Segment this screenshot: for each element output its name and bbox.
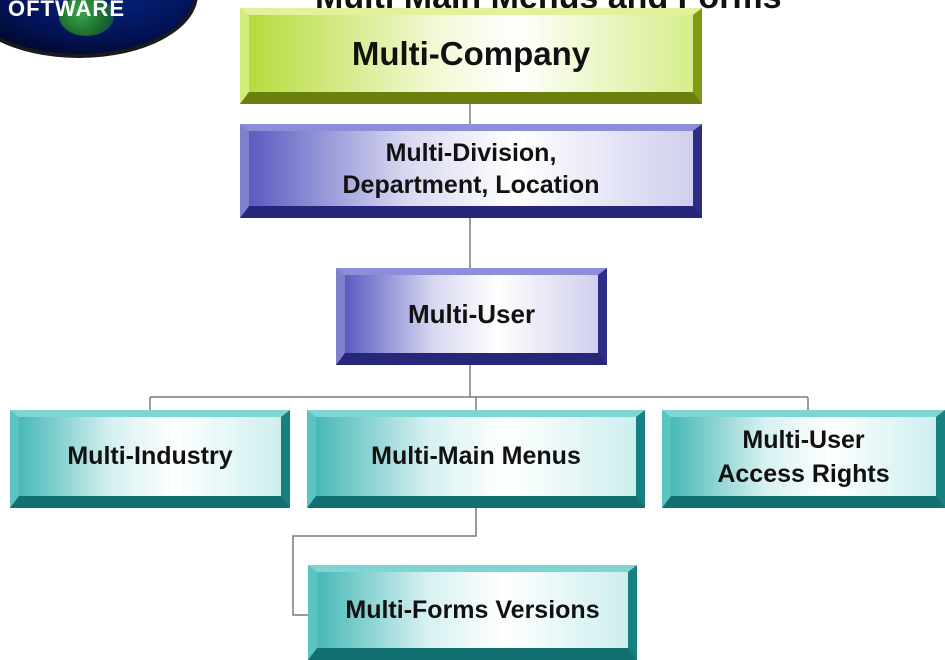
logo-text: OFTWARE <box>8 0 125 21</box>
node-multi-company: Multi-Company <box>240 8 702 104</box>
node-label: Multi-Industry <box>67 442 233 470</box>
node-multi-forms-versions: Multi-Forms Versions <box>308 565 637 660</box>
node-label: Multi-User Access Rights <box>717 425 890 488</box>
connector-main-menus-forms <box>292 508 477 616</box>
node-multi-user: Multi-User <box>336 268 607 365</box>
node-label: Multi-User <box>407 298 536 329</box>
node-label: Multi-Company <box>351 34 591 72</box>
node-label: Multi-Division, Department, Location <box>342 138 600 199</box>
node-label: Multi-Forms Versions <box>345 595 600 624</box>
node-label: Multi-Main Menus <box>371 442 581 470</box>
node-multi-industry: Multi-Industry <box>10 410 290 508</box>
node-multi-division: Multi-Division, Department, Location <box>240 124 702 218</box>
globe-icon <box>59 0 114 36</box>
node-multi-user-access-rights: Multi-User Access Rights <box>662 410 945 508</box>
node-multi-main-menus: Multi-Main Menus <box>307 410 645 508</box>
